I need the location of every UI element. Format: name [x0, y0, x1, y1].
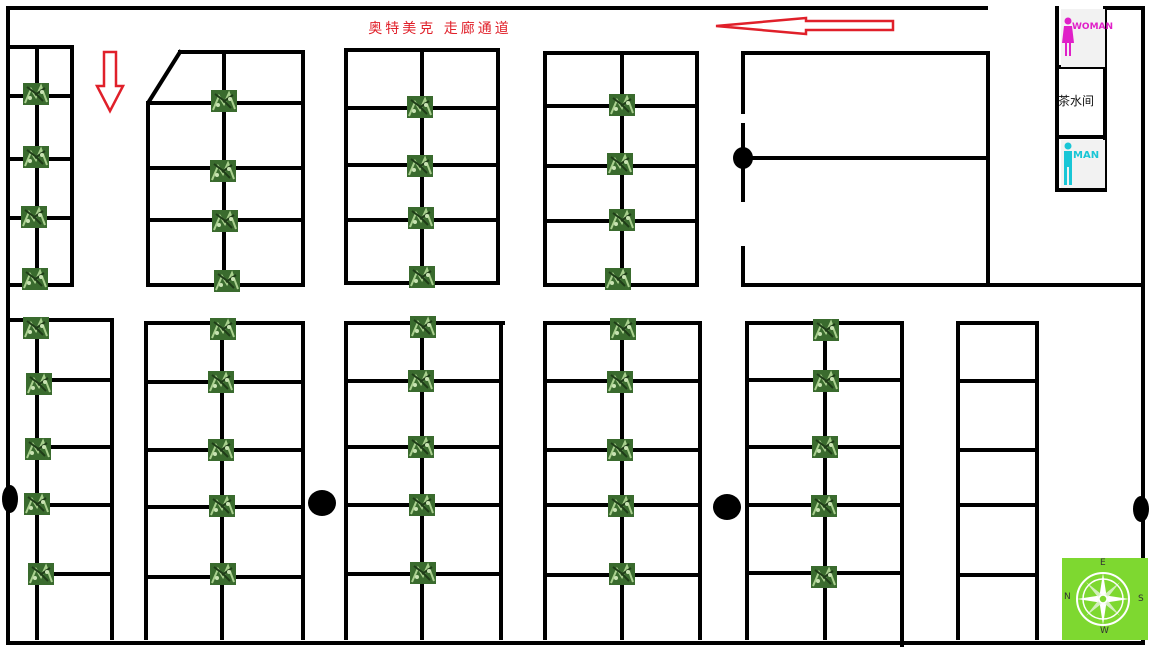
pillar-icon — [713, 494, 741, 520]
pillar-icon — [1133, 496, 1149, 522]
plant-icon — [812, 436, 838, 458]
plant-icon — [23, 83, 49, 105]
plant-icon — [609, 94, 635, 116]
plant-icon — [210, 160, 236, 182]
plant-icon — [607, 439, 633, 461]
plant-icon — [813, 319, 839, 341]
plant-icon — [410, 316, 436, 338]
compass-west: W — [1100, 626, 1109, 636]
tea-room-label: 茶水间 — [1058, 94, 1095, 108]
plant-icon — [410, 562, 436, 584]
plant-icon — [212, 210, 238, 232]
plant-icon — [811, 495, 837, 517]
plant-icon — [208, 439, 234, 461]
plant-icon — [609, 563, 635, 585]
pillars — [2, 147, 1149, 522]
plant-icon — [813, 370, 839, 392]
compass-rose-icon — [1076, 572, 1130, 626]
plant-icon — [211, 90, 237, 112]
compass-north: N — [1064, 592, 1071, 602]
plant-icon — [610, 318, 636, 340]
woman-label: WOMAN — [1072, 22, 1114, 32]
plant-icon — [23, 146, 49, 168]
plant-icon — [408, 436, 434, 458]
arrows — [94, 16, 895, 114]
plant-icon — [811, 566, 837, 588]
plant-icon — [609, 209, 635, 231]
plant-icon — [22, 268, 48, 290]
block-wall — [144, 321, 305, 640]
direction-arrow-icon — [94, 50, 126, 114]
plant-icon — [210, 318, 236, 340]
plant-icon — [409, 494, 435, 516]
plant-icon — [408, 207, 434, 229]
plant-icon — [409, 266, 435, 288]
pillar-icon — [2, 485, 18, 513]
corridor-label: 奥特美克 走廊通道 — [368, 21, 512, 37]
plant-icon — [607, 153, 633, 175]
pillar-icon — [733, 147, 753, 169]
woman-restroom[interactable]: WOMAN — [1061, 9, 1113, 67]
pillar-icon — [308, 490, 336, 516]
compass-east: E — [1100, 558, 1106, 568]
plant-icon — [24, 493, 50, 515]
plant-icon — [608, 495, 634, 517]
woman-icon — [1062, 17, 1074, 56]
plant-icon — [210, 563, 236, 585]
plant-icon — [21, 206, 47, 228]
man-icon — [1064, 142, 1072, 185]
block-wall — [146, 49, 305, 287]
plant-icon — [605, 268, 631, 290]
plant-icon — [407, 155, 433, 177]
direction-arrow-icon — [715, 16, 895, 36]
plant-icon — [408, 370, 434, 392]
compass: E N S W — [1062, 558, 1148, 640]
plant-icon — [28, 563, 54, 585]
man-restroom[interactable]: MAN — [1061, 140, 1105, 188]
plant-icon — [607, 371, 633, 393]
plant-icon — [407, 96, 433, 118]
plant-icon — [214, 270, 240, 292]
man-label: MAN — [1073, 150, 1100, 161]
plant-icon — [26, 373, 52, 395]
plant-icon — [23, 317, 49, 339]
compass-south: S — [1138, 594, 1144, 604]
plant-icon — [209, 495, 235, 517]
plant-icon — [25, 438, 51, 460]
plants — [21, 83, 839, 588]
plant-icon — [208, 371, 234, 393]
walls — [6, 6, 1145, 647]
